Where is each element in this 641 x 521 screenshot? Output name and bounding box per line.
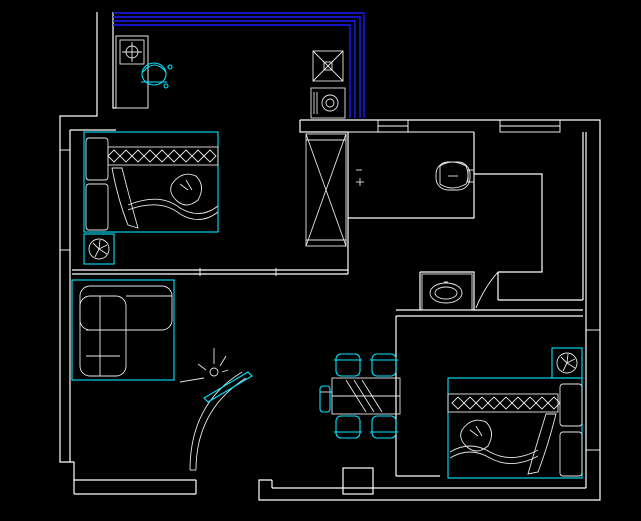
nightstand-icon	[85, 137, 109, 231]
floor-drain-icon	[312, 50, 344, 82]
shower-faucet-icon	[356, 169, 364, 186]
toilet-icon	[435, 161, 475, 191]
exterior-walls	[59, 12, 601, 501]
nightstand-icon	[559, 383, 583, 477]
dining-chairs-icon	[319, 353, 398, 439]
bathroom	[348, 131, 583, 476]
balcony	[113, 12, 365, 118]
swing-door-icon	[189, 371, 253, 471]
bedroom-north	[70, 129, 349, 276]
wash-basin-icon	[421, 273, 473, 311]
washing-machine-icon	[310, 87, 346, 119]
double-bed-icon	[83, 131, 219, 233]
kitchen-stool-icon	[141, 62, 173, 89]
fan-icon	[551, 347, 583, 379]
double-bed-icon	[447, 377, 583, 479]
windows	[60, 119, 600, 451]
dining-table-icon	[319, 377, 401, 415]
gas-stove-icon	[119, 39, 145, 65]
sofa-icon	[71, 279, 175, 381]
wardrobe-icon	[305, 133, 347, 247]
fan-icon	[83, 233, 115, 265]
floor-lamp-icon	[179, 348, 229, 383]
